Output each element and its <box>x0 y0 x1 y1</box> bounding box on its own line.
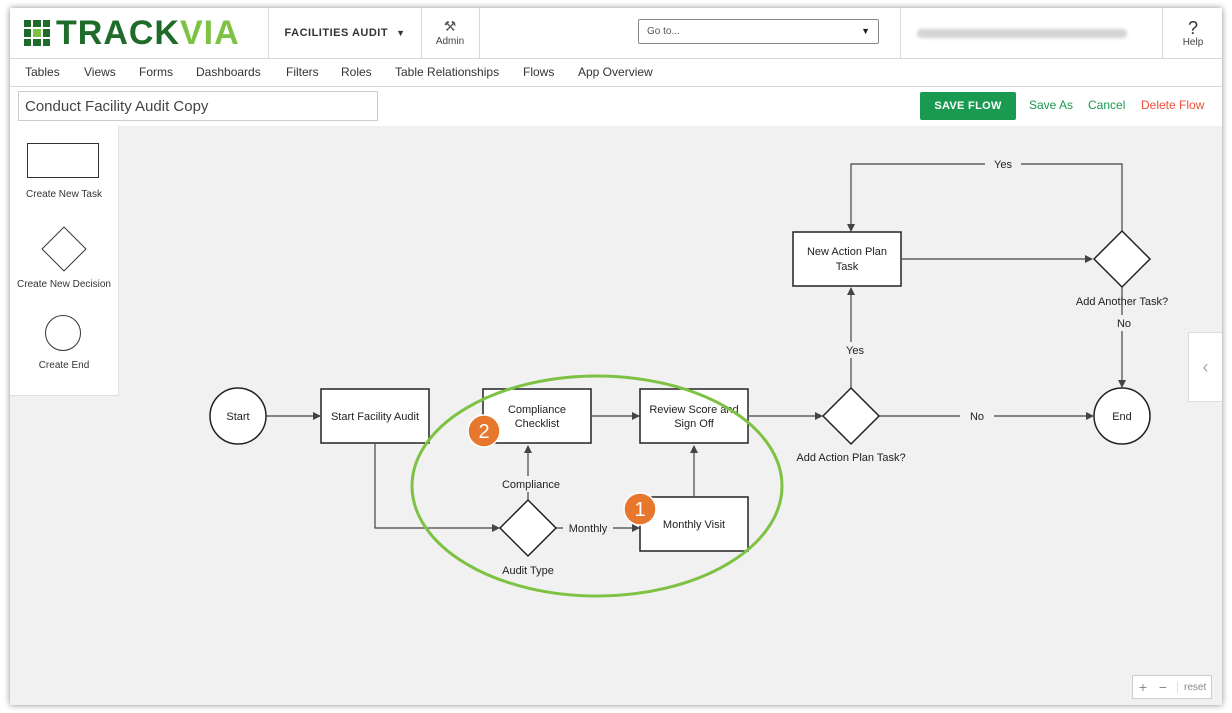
task-compliance-label-line1: Compliance <box>508 404 566 416</box>
task-shape-icon[interactable] <box>27 143 99 178</box>
task-start-facility-audit-label: Start Facility Audit <box>331 411 419 423</box>
decision-add-action-plan[interactable] <box>821 386 881 446</box>
nav-filters[interactable]: Filters <box>286 65 319 79</box>
flow-name-input[interactable] <box>18 91 378 121</box>
edge-another-yes-to-task <box>847 163 1123 232</box>
create-decision-label: Create New Decision <box>17 279 111 290</box>
edge-label-compliance: Compliance <box>502 479 560 491</box>
decision-add-another-task[interactable] <box>1092 229 1152 289</box>
main-nav: Tables Views Forms Dashboards Filters Ro… <box>10 59 1222 87</box>
goto-placeholder: Go to... <box>647 26 680 37</box>
task-start-facility-audit[interactable] <box>320 388 430 444</box>
logo-grid-icon <box>24 20 50 46</box>
no-label-bg <box>960 408 994 424</box>
monthly-label-bg <box>563 520 613 536</box>
nav-roles[interactable]: Roles <box>341 65 372 79</box>
create-task-label: Create New Task <box>26 189 102 200</box>
task-review-score[interactable] <box>639 388 749 444</box>
flow-canvas[interactable]: Create New Task Create New Decision Crea… <box>10 126 1222 705</box>
save-flow-button[interactable]: SAVE FLOW <box>920 92 1016 120</box>
nav-tables[interactable]: Tables <box>25 65 60 79</box>
help-icon: ? <box>1187 17 1198 38</box>
create-end-label: Create End <box>38 360 90 371</box>
edge-label-yes-top: Yes <box>994 159 1012 171</box>
task-new-action-label-line2: Task <box>836 261 859 273</box>
zoom-in-button[interactable]: + <box>1138 679 1148 695</box>
task-review-label-line1: Review Score and <box>649 404 738 416</box>
help-label: Help <box>1182 36 1204 48</box>
logo-text: TRACKVIA <box>56 13 240 52</box>
step-badge-1-label: 1 <box>634 499 645 521</box>
cancel-link[interactable]: Cancel <box>1088 98 1126 112</box>
task-monthly-visit[interactable] <box>639 496 749 552</box>
decision-add-another-label: Add Another Task? <box>1076 296 1168 308</box>
delete-flow-link[interactable]: Delete Flow <box>1141 98 1205 112</box>
task-compliance-label-line2: Checklist <box>515 418 560 430</box>
nav-dashboards[interactable]: Dashboards <box>196 65 261 79</box>
end-node[interactable] <box>1093 387 1151 445</box>
app-switcher-menu[interactable]: FACILITIES AUDIT ▼ <box>268 8 422 58</box>
edge-label-no-middle: No <box>970 411 984 423</box>
decision-add-action-plan-label: Add Action Plan Task? <box>796 452 905 464</box>
app-window: TRACKVIA FACILITIES AUDIT ▼ ⚒ Admin Go t… <box>10 8 1222 705</box>
task-compliance-checklist[interactable] <box>482 388 592 444</box>
highlight-ellipse <box>410 374 784 598</box>
user-account-area[interactable] <box>900 8 1162 58</box>
yes-label-bg <box>985 156 1021 172</box>
flow-diagram: Start Start Facility Audit Compliance Ch… <box>209 156 1168 598</box>
edge-audit-to-type <box>374 444 500 532</box>
caret-down-icon: ▼ <box>396 28 406 38</box>
edge-label-no-right: No <box>1117 318 1131 330</box>
collapse-panel-button[interactable]: ‹ <box>1188 332 1222 402</box>
chevron-left-icon: ‹ <box>1202 356 1209 377</box>
tools-icon: ⚒ <box>443 18 457 34</box>
task-review-label-line2: Sign Off <box>674 418 714 430</box>
end-node-label: End <box>1112 411 1132 423</box>
goto-select[interactable]: Go to... ▼ <box>638 19 879 44</box>
task-new-action-label-line1: New Action Plan <box>807 246 887 258</box>
task-monthly-visit-label: Monthly Visit <box>663 519 725 531</box>
caret-down-icon: ▼ <box>861 26 870 36</box>
trackvia-logo[interactable]: TRACKVIA <box>24 13 240 52</box>
flow-toolbar: SAVE FLOW Save As Cancel Delete Flow <box>10 87 1222 127</box>
step-badge-2-label: 2 <box>478 421 489 443</box>
admin-label: Admin <box>435 36 465 47</box>
edge-label-yes-middle: Yes <box>846 345 864 357</box>
start-node-label: Start <box>226 411 249 423</box>
decision-audit-type-label: Audit Type <box>502 565 554 577</box>
help-button[interactable]: ? Help <box>1162 8 1222 58</box>
zoom-reset-button[interactable]: reset <box>1177 681 1206 693</box>
shape-palette: Create New Task Create New Decision Crea… <box>10 126 119 396</box>
nav-views[interactable]: Views <box>84 65 116 79</box>
zoom-out-button[interactable]: − <box>1158 679 1168 695</box>
step-badge-2 <box>467 414 501 448</box>
no-label-bg <box>1110 315 1136 331</box>
zoom-controls: + − reset <box>1132 675 1212 699</box>
app-name: FACILITIES AUDIT <box>284 27 389 39</box>
save-as-link[interactable]: Save As <box>1029 98 1074 112</box>
start-node[interactable] <box>209 387 267 445</box>
top-bar: TRACKVIA FACILITIES AUDIT ▼ ⚒ Admin Go t… <box>10 8 1222 59</box>
nav-forms[interactable]: Forms <box>139 65 173 79</box>
flow-edges <box>266 163 1126 532</box>
nav-table-relationships[interactable]: Table Relationships <box>395 65 500 79</box>
compliance-label-bg <box>496 476 562 492</box>
step-badge-1 <box>623 492 657 526</box>
end-shape-icon[interactable] <box>45 315 81 351</box>
edge-label-monthly: Monthly <box>569 523 608 535</box>
yes-label-bg <box>840 342 870 358</box>
nav-app-overview[interactable]: App Overview <box>578 65 653 79</box>
task-new-action-plan[interactable] <box>792 231 902 287</box>
admin-button[interactable]: ⚒ Admin <box>421 8 480 58</box>
blurred-user-email <box>917 28 1127 38</box>
decision-audit-type[interactable] <box>498 498 558 558</box>
nav-flows[interactable]: Flows <box>523 65 555 79</box>
